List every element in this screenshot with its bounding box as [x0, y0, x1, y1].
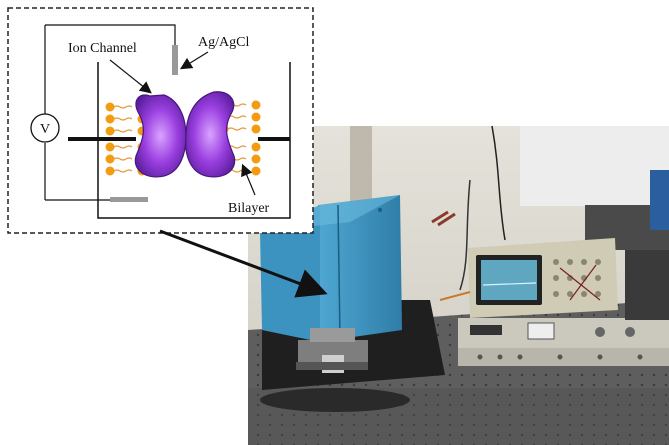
- circuit-wire-top: [45, 24, 176, 45]
- ion-channel-right-half: [185, 91, 236, 178]
- bilayer-chamber: [296, 328, 368, 373]
- faraday-cage: [260, 195, 402, 342]
- amplifier-stack: [458, 318, 669, 366]
- ion-channel-left-half: [134, 94, 187, 178]
- bilayer-label: Bilayer: [228, 201, 270, 216]
- bilayer-pointer: [241, 163, 256, 196]
- oscilloscope-screen: [481, 260, 537, 300]
- schematic-inset: V: [7, 7, 314, 234]
- ground-electrode-icon: [110, 197, 148, 202]
- lab-photo: [248, 125, 669, 445]
- voltage-label: V: [40, 122, 50, 137]
- oscilloscope: [468, 238, 618, 318]
- electrode-pointer: [179, 51, 209, 70]
- inset-to-photo-arrow: [159, 229, 328, 298]
- ion-channel-label: Ion Channel: [68, 41, 137, 56]
- photo-blue-chair: [650, 170, 669, 230]
- voltage-source-icon: [30, 113, 60, 143]
- rack-right: [625, 250, 669, 320]
- photo-window: [520, 126, 669, 206]
- ion-channel-pointer: [109, 59, 152, 94]
- cage-foot: [260, 388, 410, 412]
- amp-display: [470, 325, 502, 335]
- electrode-label: Ag/AgCl: [198, 35, 249, 50]
- photo-red-clip: [431, 210, 456, 227]
- electrode-icon: [172, 45, 178, 75]
